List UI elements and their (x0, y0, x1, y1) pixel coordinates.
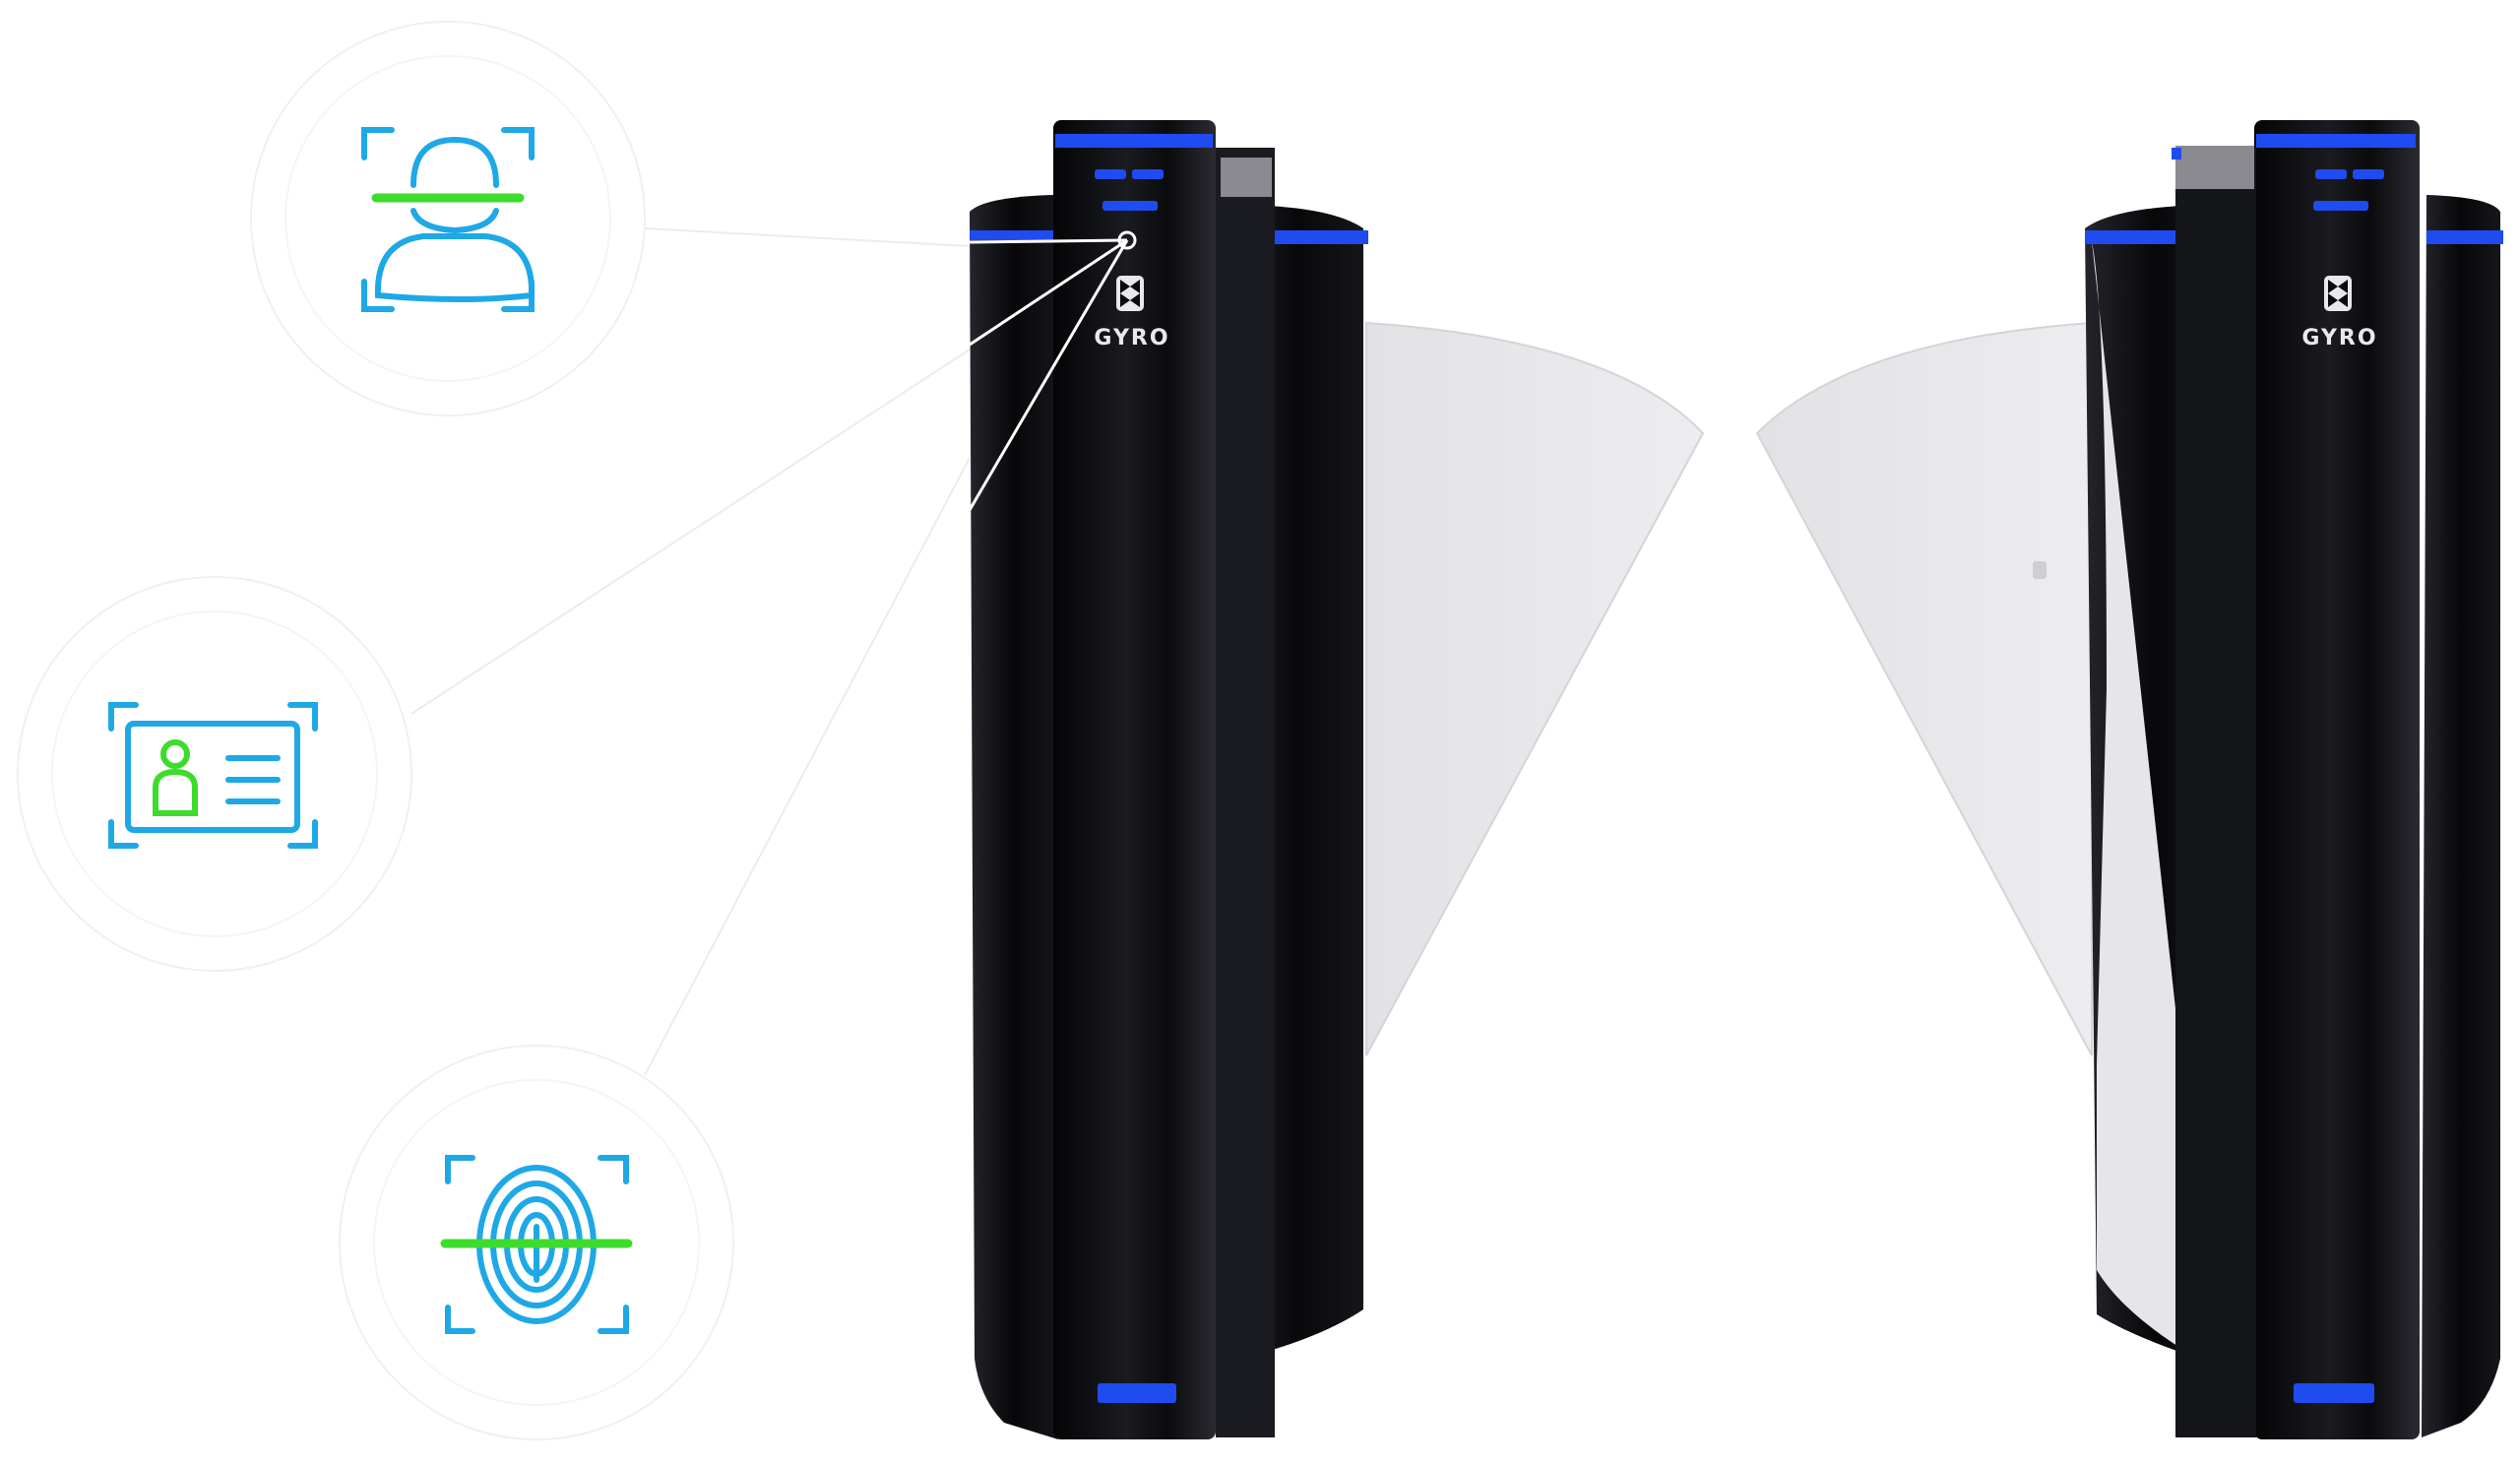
feature-card (17, 576, 412, 972)
face-recognition-icon (361, 127, 536, 312)
right-brand-text: GYRO (2301, 326, 2377, 351)
left-brand-logo: GYRO (1094, 276, 1169, 351)
fingerprint-scan-icon (440, 1155, 633, 1334)
left-glass-wing (1365, 321, 1705, 1056)
right-turnstile: GYRO (1755, 120, 2503, 1439)
feature-face (250, 21, 646, 416)
id-card-icon (108, 702, 318, 849)
right-brand-logo: GYRO (2301, 276, 2377, 351)
feature-fingerprint (339, 1045, 734, 1440)
left-turnstile: GYRO (968, 120, 1705, 1439)
right-glass-wing (1755, 321, 2093, 1056)
left-brand-text: GYRO (1094, 326, 1169, 351)
panel-logo-mark (2033, 561, 2047, 579)
connector-lines (410, 227, 971, 1076)
